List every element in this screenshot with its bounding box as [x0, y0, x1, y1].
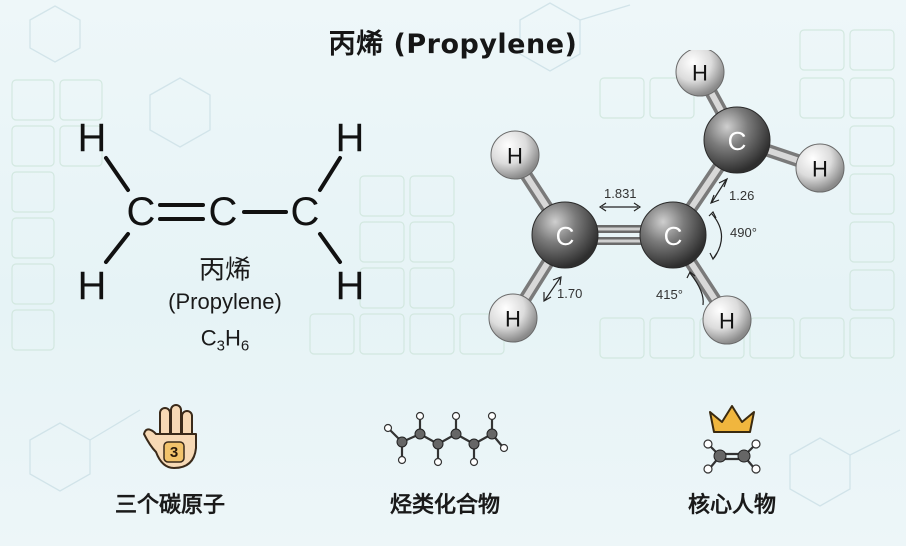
- model-atom-h5: H: [795, 143, 845, 193]
- svg-text:H: H: [507, 144, 523, 169]
- feature-label-three-carbons: 三个碳原子: [114, 493, 225, 518]
- crown-molecule-icon: [703, 404, 761, 474]
- feature-label-hydrocarbon: 烃类化合物: [389, 493, 500, 518]
- measure-label-3: 490°: [730, 225, 757, 240]
- measure-label-5: 415°: [656, 287, 683, 302]
- formula-h: H: [225, 325, 241, 351]
- svg-text:3: 3: [170, 444, 178, 461]
- model-atom-c3: C: [703, 106, 771, 174]
- measure-label-4: 1.70: [557, 286, 582, 301]
- name-chinese: 丙烯: [198, 255, 252, 286]
- hand-three-icon: 3: [143, 403, 197, 469]
- ball-stick-model: H H H H H C C C 1.831 1.26 490° 1.70 415…: [488, 50, 845, 345]
- atom-h-bottom-right: H: [335, 264, 365, 308]
- carbon-chain-icon: [383, 411, 509, 466]
- model-atom-h1: H: [490, 130, 540, 180]
- feature-hydrocarbon: 烃类化合物: [345, 400, 545, 519]
- svg-text:H: H: [719, 309, 735, 334]
- formula-c-count: 3: [216, 337, 225, 355]
- feature-label-core-figure: 核心人物: [687, 493, 776, 518]
- model-atom-h4: H: [675, 50, 725, 97]
- measure-label-2: 1.26: [729, 188, 754, 203]
- atom-c3: C: [290, 190, 320, 234]
- feature-three-carbons: 3 三个碳原子: [70, 400, 270, 519]
- svg-text:H: H: [505, 307, 521, 332]
- model-atom-h3: H: [702, 295, 752, 345]
- atom-c1: C: [126, 190, 156, 234]
- svg-text:H: H: [692, 61, 708, 86]
- svg-text:H: H: [812, 157, 828, 182]
- measure-label-1: 1.831: [604, 186, 637, 201]
- formula-h-count: 6: [240, 337, 250, 355]
- atom-h-bottom-left: H: [77, 264, 107, 308]
- atom-h-top-left: H: [77, 116, 107, 160]
- model-atom-h2: H: [488, 293, 538, 343]
- feature-core-figure: 核心人物: [632, 400, 832, 519]
- name-english: (Propylene): [168, 289, 282, 314]
- molecular-formula: C3H6: [201, 325, 249, 354]
- model-atom-c1: C: [531, 201, 599, 269]
- svg-text:C: C: [728, 126, 747, 156]
- page-title: 丙烯 (Propylene): [328, 29, 578, 60]
- crown-icon: [709, 404, 755, 433]
- badge-three: [163, 440, 185, 463]
- model-atom-c2: C: [639, 201, 707, 269]
- svg-text:C: C: [556, 221, 575, 251]
- atom-h-top-right: H: [335, 116, 365, 160]
- svg-text:C: C: [664, 221, 683, 251]
- formula-c: C: [200, 325, 217, 351]
- atom-c2: C: [208, 190, 238, 234]
